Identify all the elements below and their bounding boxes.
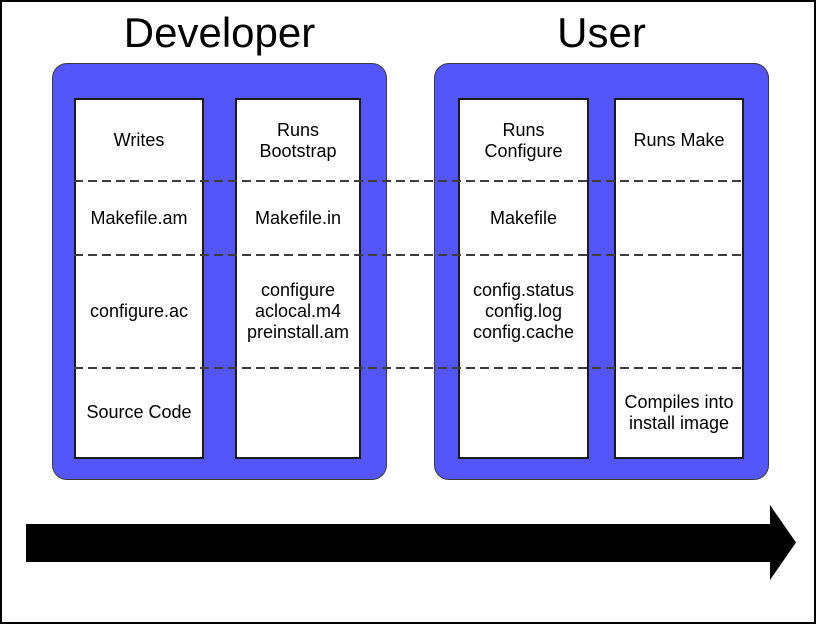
developer-title: Developer xyxy=(123,9,316,56)
stage-divider-line-1 xyxy=(74,180,744,182)
cell-runs-make: Runs Make xyxy=(633,130,725,150)
cell-source-code: Source Code xyxy=(86,402,192,422)
cell-writes: Writes xyxy=(113,130,165,150)
cell-makefile-in: Makefile.in xyxy=(254,207,342,228)
cell-runs-configure: Runs Configure xyxy=(484,119,563,161)
cell-compiles-into-install-image: Compiles into install image xyxy=(624,391,734,433)
cell-makefile-am: Makefile.am xyxy=(90,207,188,228)
cell-user-empty-1 xyxy=(460,368,587,457)
cell-configure-ac: configure.ac xyxy=(89,301,189,321)
stage-divider-line-3 xyxy=(74,367,744,369)
user-title: User xyxy=(557,9,646,56)
cell-user-empty-2 xyxy=(616,181,742,255)
cell-dev-empty xyxy=(237,368,359,457)
cell-configure-aclocal-preinstall: configure aclocal.m4 preinstall.am xyxy=(246,280,350,342)
user-make-column: Runs Make Compiles into install image xyxy=(614,98,744,459)
cell-config-status-log-cache: config.status config.log config.cache xyxy=(472,280,575,342)
user-configure-column: Runs Configure Makefile config.status co… xyxy=(458,98,589,459)
developer-bootstrap-column: Runs Bootstrap Makefile.in configure acl… xyxy=(235,98,361,459)
cell-user-empty-3 xyxy=(616,255,742,368)
stage-divider-line-2 xyxy=(74,254,744,256)
cell-makefile: Makefile xyxy=(489,207,558,228)
developer-writes-column: Writes Makefile.am configure.ac Source C… xyxy=(74,98,204,459)
cell-runs-bootstrap: Runs Bootstrap xyxy=(259,119,337,161)
